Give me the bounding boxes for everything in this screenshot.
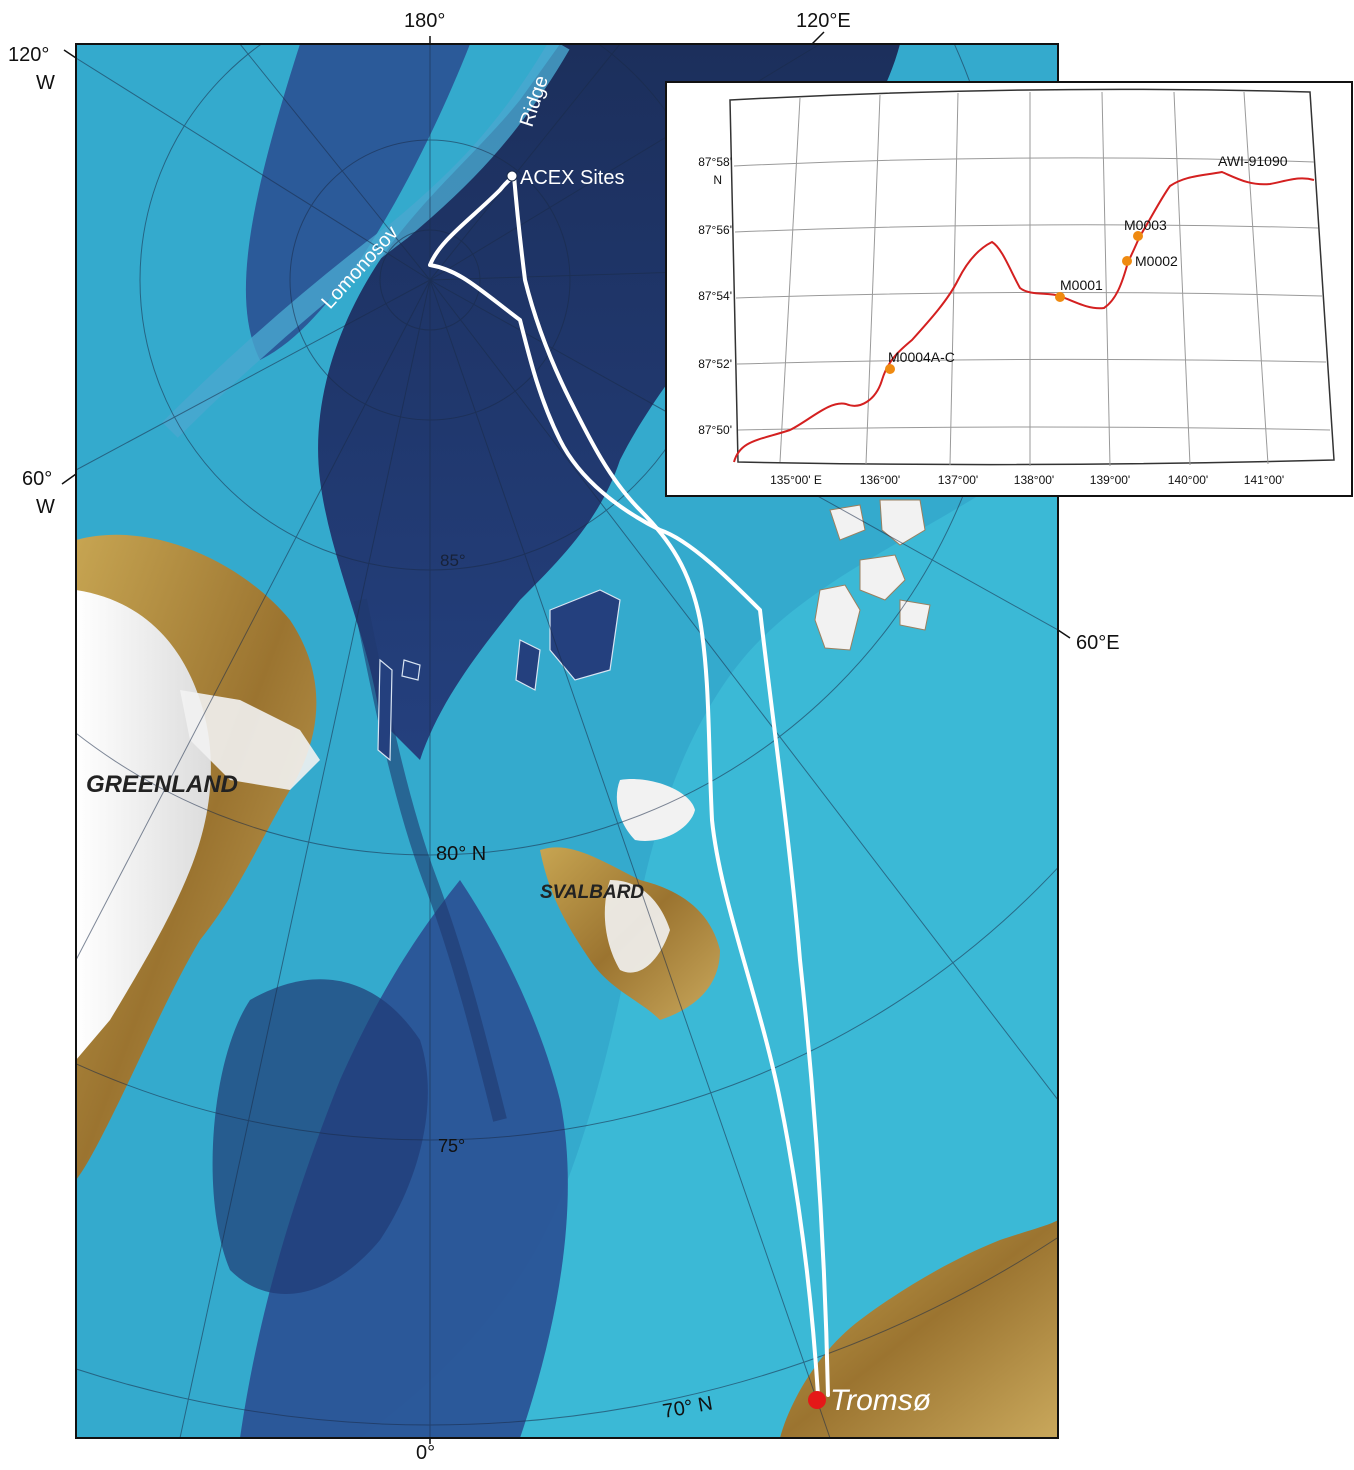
- tromso-marker: [808, 1391, 826, 1409]
- lat-80-label: 80° N: [436, 843, 486, 865]
- inset-lon-label: 136°00': [860, 473, 900, 487]
- nordaustlandet-ice: [616, 779, 695, 841]
- inset-lon-label: 138°00': [1014, 473, 1054, 487]
- site-marker-m0002: [1122, 256, 1132, 266]
- site-marker-m0004: [885, 364, 895, 374]
- lon-label-60w-dir: W: [36, 496, 55, 518]
- inset-graticule-box: [729, 88, 1335, 466]
- site-label-m0001: M0001: [1060, 277, 1103, 293]
- acex-site-marker: [506, 170, 518, 182]
- inset-frame: [665, 81, 1353, 497]
- norway-land: [780, 1220, 1058, 1438]
- inset-graticule: [733, 91, 1331, 467]
- greenland-label: GREENLAND: [86, 771, 238, 798]
- lon-label-180: 180°: [404, 10, 446, 32]
- inset-lon-label: 139°00': [1090, 473, 1130, 487]
- lon-label-120e: 120°E: [796, 10, 851, 32]
- inset-lon-labels: 135°00' E 136°00' 137°00' 138°00' 139°00…: [770, 473, 1284, 487]
- basin-features: [377, 589, 621, 762]
- inset-lat-label: 87°58': [698, 155, 732, 169]
- acex-sites-label: ACEX Sites: [520, 167, 624, 189]
- site-label-m0004: M0004A-C: [888, 349, 955, 365]
- frame-ticks: [61, 31, 1071, 1444]
- svalbard-label: SVALBARD: [540, 882, 644, 903]
- makarov-basin: [245, 44, 470, 360]
- lat-85-label: 85°: [440, 551, 466, 570]
- inset-lat-label: 87°50': [698, 423, 732, 437]
- lon-label-0: 0°: [416, 1442, 436, 1464]
- ship-track: [428, 174, 830, 1397]
- inset-lat-unit: N: [713, 173, 722, 187]
- inset-lat-label: 87°54': [698, 289, 732, 303]
- franz-josef-land: [814, 499, 931, 651]
- inset-lon-label: 140°00': [1168, 473, 1208, 487]
- site-marker-m0003: [1133, 231, 1143, 241]
- lat-75-label: 75°: [438, 1136, 465, 1156]
- site-marker-m0001: [1055, 292, 1065, 302]
- greenland-ice: [76, 590, 211, 1060]
- tromso-label: Tromsø: [830, 1384, 931, 1417]
- lomonosov-ridge: [162, 44, 570, 438]
- inset-lon-label: 141°00': [1244, 473, 1284, 487]
- inset-lat-label: 87°56': [698, 223, 732, 237]
- inset-lat-label: 87°52': [698, 357, 732, 371]
- lofoten-basin: [212, 979, 428, 1294]
- inset-lat-labels: 87°58' N 87°56' 87°54' 87°52' 87°50': [698, 155, 732, 437]
- lon-label-120w-dir: W: [36, 72, 55, 94]
- track-label: AWI-91090: [1218, 153, 1288, 169]
- site-label-m0003: M0003: [1124, 217, 1167, 233]
- inset-lon-label: 137°00': [938, 473, 978, 487]
- inset-lon-label: 135°00' E: [770, 473, 822, 487]
- lon-label-120w-deg: 120°: [8, 44, 50, 66]
- site-label-m0002: M0002: [1135, 253, 1178, 269]
- inset-panel: M0004A-C M0001 M0002 M0003 AWI-91090 87°…: [665, 81, 1353, 497]
- map-frame: [75, 43, 1059, 1439]
- lon-label-60e: 60°E: [1076, 632, 1120, 654]
- inset-track: [733, 170, 1315, 463]
- lon-label-60w-deg: 60°: [22, 468, 53, 490]
